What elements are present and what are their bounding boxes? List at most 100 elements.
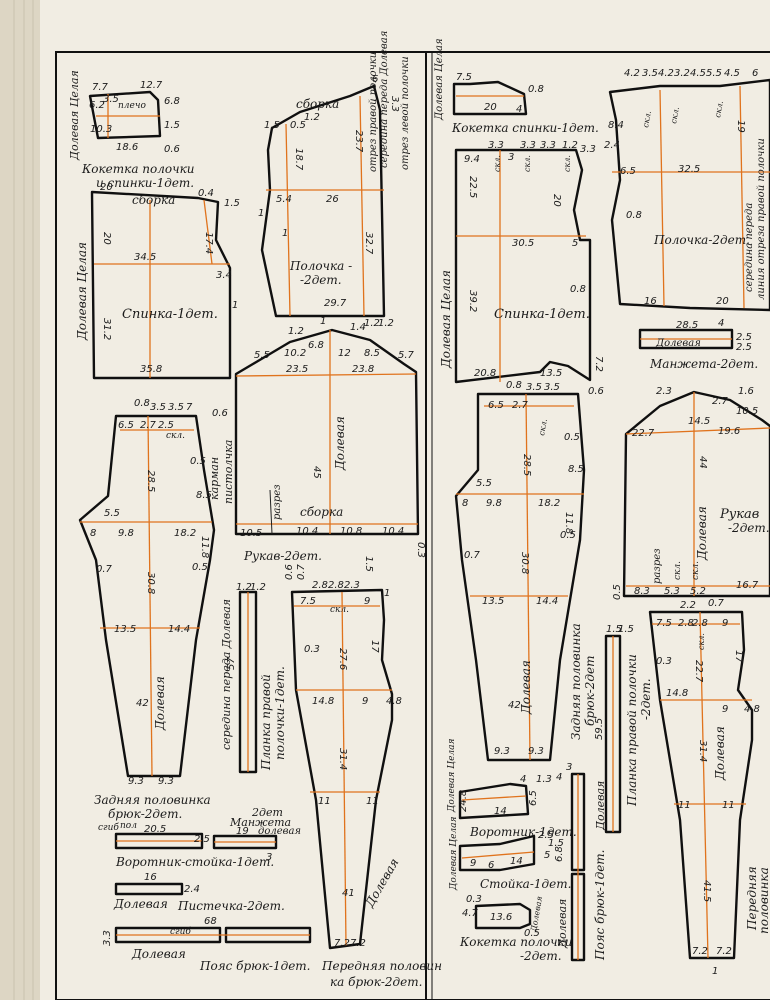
piece-title: Пояс брюк-1дет. xyxy=(593,850,607,962)
piece-title: Передняя половин xyxy=(321,959,442,973)
back-trouser-piece-right: 0.8 3.5 3.5 0.6 6.5 2.7 скл. 28.5 0.5 8.… xyxy=(454,380,604,762)
dim: 6 xyxy=(752,68,758,79)
dim: 3.3 xyxy=(102,930,113,946)
dim: 3.2 xyxy=(674,68,690,79)
dim: 6.5 xyxy=(620,166,636,177)
dim: 14 xyxy=(510,856,523,867)
dim: 9 xyxy=(722,618,728,629)
frame-border xyxy=(55,51,770,1000)
dim: 2.3 xyxy=(656,386,672,397)
dim: 20 xyxy=(551,194,562,207)
sleeve-piece: 1.2 1.4 1 5.5 10.2 6.8 12 8.5 5.7 23.5 2… xyxy=(234,316,426,572)
dim: 9.4 xyxy=(464,154,480,165)
dim: 10.4 xyxy=(296,526,318,537)
dim: 17 xyxy=(369,640,380,653)
piece-title: Стойка-1дет. xyxy=(480,877,571,891)
dim: 4 xyxy=(718,318,724,329)
dim: 2.5 xyxy=(158,420,174,431)
dim: 20.8 xyxy=(474,368,496,379)
dim: 1.2 xyxy=(250,582,266,593)
dim: 1.6 xyxy=(738,386,754,397)
dim: 10.3 xyxy=(90,124,112,135)
dim: 9.8 xyxy=(118,528,134,539)
label: линия отреза правой полочки xyxy=(756,138,767,300)
piece-title: Рукав xyxy=(719,507,759,522)
dim: 2.4 xyxy=(184,884,200,895)
label: Долевая xyxy=(713,726,727,781)
piece-title: Пистечка-2дет. xyxy=(177,899,285,913)
dim: 17 xyxy=(733,650,744,663)
dim: 30.5 xyxy=(512,238,534,249)
dim: 20.5 xyxy=(144,824,166,835)
dim: 23.8 xyxy=(352,364,374,375)
dim: 42 xyxy=(508,700,521,711)
dim: 30.8 xyxy=(519,552,530,574)
cuff-strip: Манжета 2дет 19 долевая 3 xyxy=(212,806,301,863)
front-trouser-piece-right: 2.2 0.7 7.5 2.8 2.8 скл. 9 0.3 22.7 17 1… xyxy=(648,598,770,977)
dim: 0.8 xyxy=(570,284,586,295)
dim: 1.5 xyxy=(618,624,634,635)
dim: 28.5 xyxy=(145,470,156,492)
dim: 1 xyxy=(258,208,264,219)
dim: 4 xyxy=(516,104,522,115)
piece-title: Спинка-1дет. xyxy=(122,307,218,322)
dim: 1.5 xyxy=(606,624,622,635)
dim: 3.5 xyxy=(526,382,542,393)
dim: 22.7 xyxy=(632,428,655,439)
dim: 2.8 xyxy=(678,618,694,629)
dim: 1.2 xyxy=(562,140,578,151)
dim: 2.5 xyxy=(538,830,554,841)
label: сборка xyxy=(300,505,343,519)
dim: 32.7 xyxy=(363,232,374,255)
dim: 3.5 xyxy=(642,68,658,79)
label: Долевая xyxy=(153,676,167,731)
label: скл. xyxy=(563,155,572,172)
label: Долевая xyxy=(113,897,168,911)
piece-title: Кокетка полочки xyxy=(81,162,194,176)
dim: 14.8 xyxy=(312,696,334,707)
dim: 13.5 xyxy=(482,596,504,607)
dim: 0.7 xyxy=(96,564,113,575)
dim: 11.8 xyxy=(199,536,210,558)
piece-title: Задняя половинка xyxy=(569,623,583,740)
label: скл. xyxy=(493,155,502,172)
dim: 3 xyxy=(566,762,572,773)
label: Долевая xyxy=(519,660,533,715)
dim: 19.6 xyxy=(718,426,740,437)
label: Долевая xyxy=(556,899,569,949)
dim: 10.5 xyxy=(240,528,262,539)
dim: 2.5 xyxy=(736,332,752,343)
label: разрез xyxy=(272,484,283,520)
piece-title: Манжета-2дет. xyxy=(649,357,758,371)
dim: 5.5 xyxy=(254,350,270,361)
piece-title: -2дет. xyxy=(520,949,562,963)
dim: 2.7 xyxy=(140,420,157,431)
dim: 8.5 xyxy=(568,464,584,475)
dim: 1.4 xyxy=(350,322,366,333)
dim: 2.8 xyxy=(328,580,344,591)
back-piece: 20 сборка 0.4 1.5 20 17.4 34.5 3.4 31.2 … xyxy=(75,182,240,380)
waistband-strip: 68 3.3 сгиб Долевая xyxy=(102,916,312,961)
dim: 14.4 xyxy=(536,596,558,607)
piece-title: Планка правой xyxy=(259,674,273,771)
dim: 9 xyxy=(722,704,728,715)
dim: 3 xyxy=(266,852,272,863)
dim: 39.2 xyxy=(467,290,478,312)
dim: 31.4 xyxy=(337,748,348,770)
dim: 0.5 xyxy=(524,928,540,939)
piece-title: Воротник-стойка-1дет. xyxy=(115,855,274,869)
dim: 44 xyxy=(697,456,708,469)
dim: 24.8 xyxy=(458,790,469,812)
dim: 2.7 xyxy=(712,396,729,407)
dim: 20 xyxy=(100,182,113,193)
dim: 3.5 xyxy=(150,402,166,413)
dim: 6 xyxy=(372,74,378,85)
dim: 2.2 xyxy=(680,600,696,611)
dim: 8.4 xyxy=(608,120,624,131)
piece-title: Кокетка полочки xyxy=(459,935,572,949)
dim: 0.5 xyxy=(290,120,306,131)
dim: 5.2 xyxy=(690,586,706,597)
dim: 1.5 xyxy=(363,556,374,572)
piece-title: брюк-2дет. xyxy=(108,807,182,821)
dim: 0.3 xyxy=(304,644,320,655)
